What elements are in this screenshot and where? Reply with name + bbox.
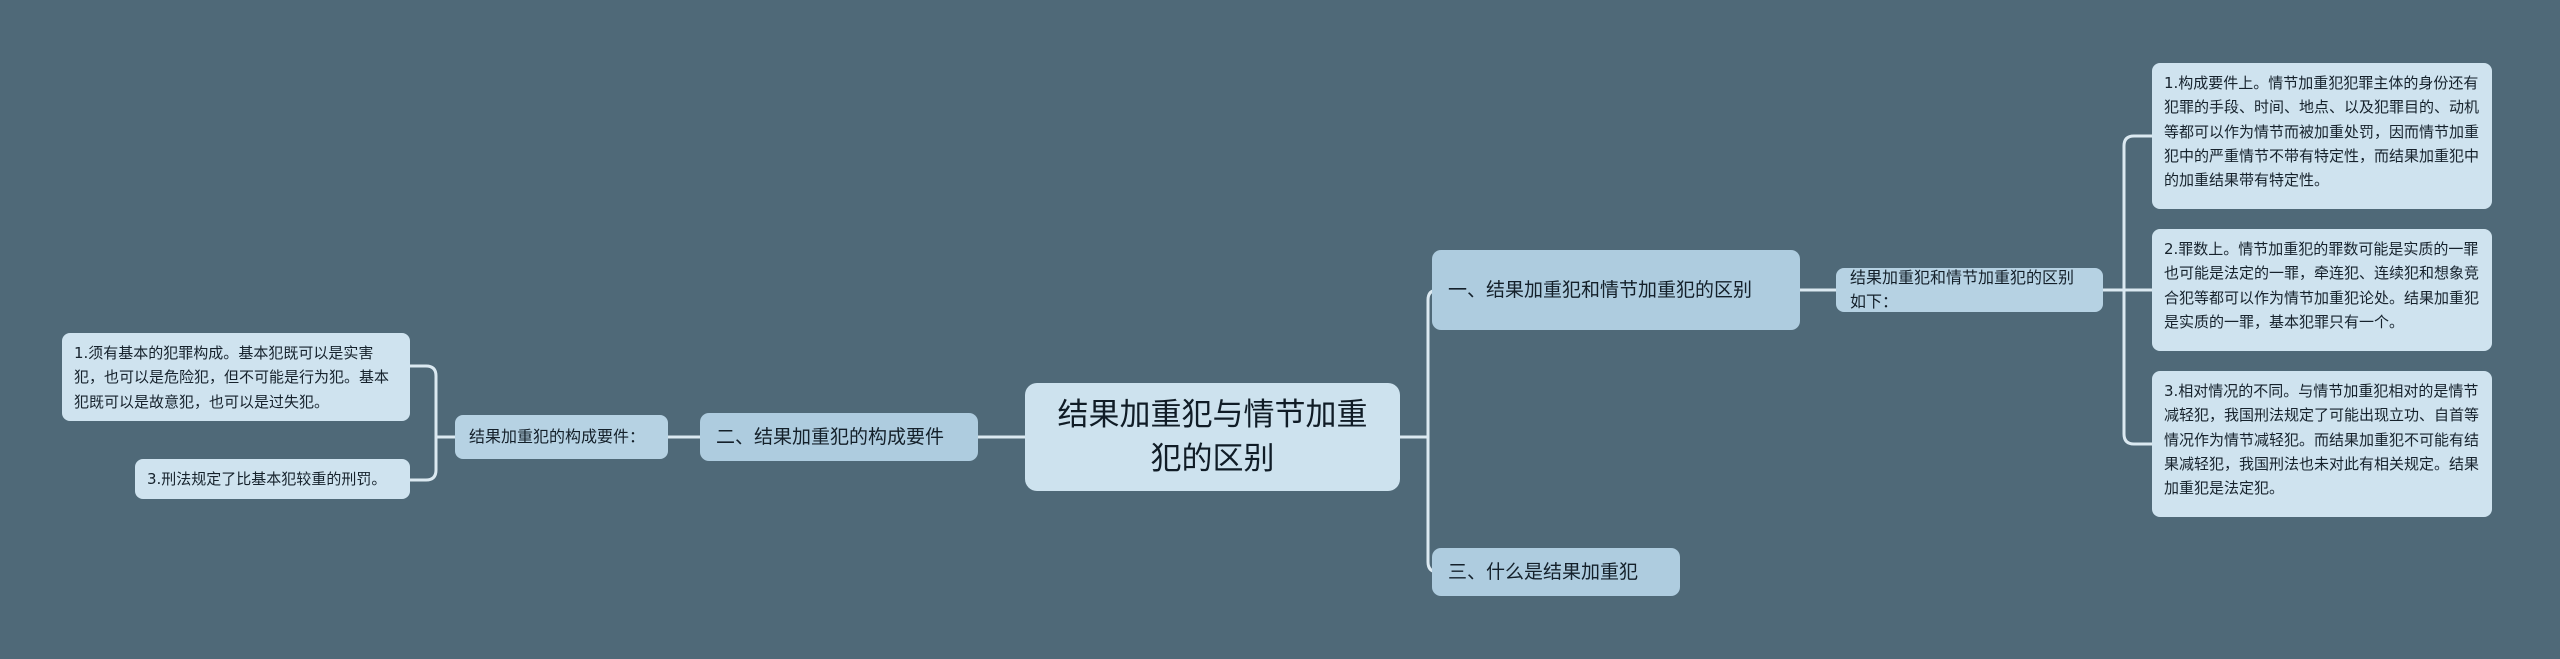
- branch-node-2[interactable]: 二、结果加重犯的构成要件: [700, 413, 978, 461]
- leaf-node-l2-label: 3.刑法规定了比基本犯较重的刑罚。: [147, 469, 387, 488]
- root-node-label: 结果加重犯与情节加重犯的区别: [1057, 396, 1368, 477]
- root-node[interactable]: 结果加重犯与情节加重犯的区别: [1025, 383, 1400, 491]
- leaf-node-r2-label: 2.罪数上。情节加重犯的罪数可能是实质的一罪也可能是法定的一罪，牵连犯、连续犯和…: [2164, 240, 2480, 331]
- branch-node-1[interactable]: 一、结果加重犯和情节加重犯的区别: [1432, 250, 1800, 330]
- leaf-node-r1[interactable]: 1.构成要件上。情节加重犯犯罪主体的身份还有犯罪的手段、时间、地点、以及犯罪目的…: [2152, 63, 2492, 209]
- link-to-leaf-r3: [2122, 288, 2154, 446]
- branch-node-2-label: 二、结果加重犯的构成要件: [716, 425, 945, 448]
- leaf-node-r1-label: 1.构成要件上。情节加重犯犯罪主体的身份还有犯罪的手段、时间、地点、以及犯罪目的…: [2164, 74, 2480, 190]
- sub-node-right[interactable]: 结果加重犯和情节加重犯的区别如下：: [1836, 268, 2103, 312]
- leaf-node-l1[interactable]: 1.须有基本的犯罪构成。基本犯既可以是实害犯，也可以是危险犯，但不可能是行为犯。…: [62, 333, 410, 421]
- leaf-node-r3-label: 3.相对情况的不同。与情节加重犯相对的是情节减轻犯，我国刑法规定了可能出现立功、…: [2164, 382, 2480, 498]
- leaf-node-r3[interactable]: 3.相对情况的不同。与情节加重犯相对的是情节减轻犯，我国刑法规定了可能出现立功、…: [2152, 371, 2492, 517]
- leaf-node-r2[interactable]: 2.罪数上。情节加重犯的罪数可能是实质的一罪也可能是法定的一罪，牵连犯、连续犯和…: [2152, 229, 2492, 351]
- sub-node-left[interactable]: 结果加重犯的构成要件：: [455, 415, 668, 459]
- link-to-leaf-r1: [2122, 134, 2154, 292]
- link-to-leaf-l2: [408, 435, 438, 482]
- branch-node-3[interactable]: 三、什么是结果加重犯: [1432, 548, 1680, 596]
- leaf-node-l1-label: 1.须有基本的犯罪构成。基本犯既可以是实害犯，也可以是危险犯，但不可能是行为犯。…: [74, 344, 390, 411]
- sub-node-right-label: 结果加重犯和情节加重犯的区别如下：: [1850, 268, 2075, 311]
- branch-node-3-label: 三、什么是结果加重犯: [1448, 560, 1639, 583]
- link-to-leaf-l1: [408, 364, 438, 439]
- sub-node-left-label: 结果加重犯的构成要件：: [469, 427, 646, 446]
- branch-node-1-label: 一、结果加重犯和情节加重犯的区别: [1448, 278, 1753, 301]
- leaf-node-l2[interactable]: 3.刑法规定了比基本犯较重的刑罚。: [135, 459, 410, 499]
